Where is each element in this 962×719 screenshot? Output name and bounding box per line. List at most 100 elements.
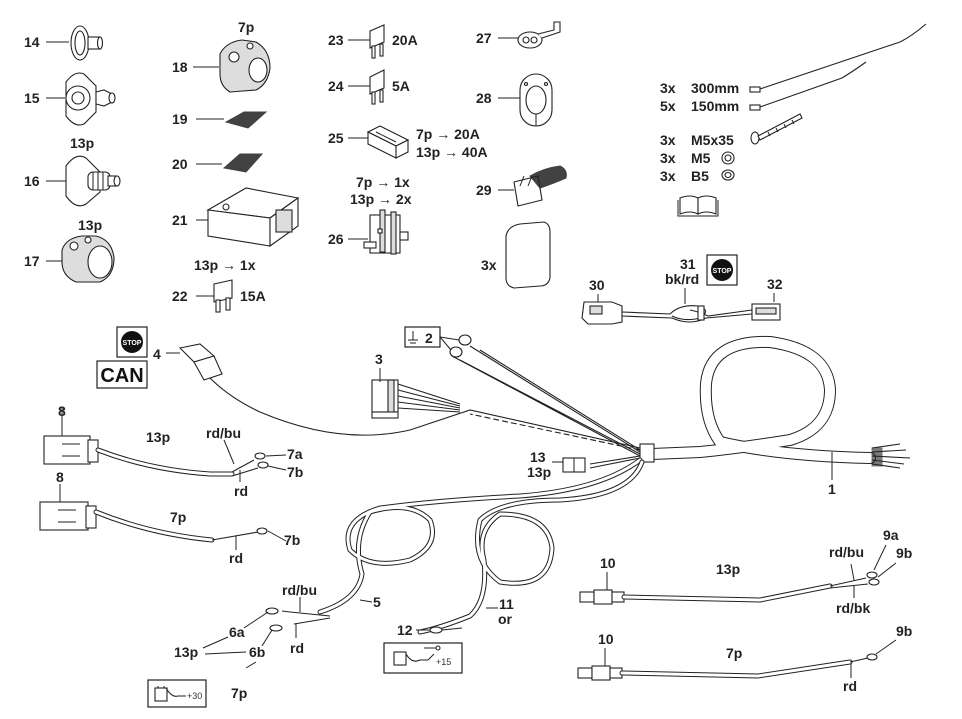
label-24-rating: 5A bbox=[392, 78, 410, 94]
label-12: 12 bbox=[397, 622, 413, 638]
part-29-wire-connectors bbox=[498, 165, 567, 207]
label-10-top: 10 bbox=[600, 555, 616, 571]
stop-sign-icon-31: STOP bbox=[706, 254, 738, 286]
part-20-velcro-pad bbox=[196, 153, 264, 173]
label-8-top: 8 bbox=[58, 403, 66, 419]
label-11-color: or bbox=[498, 611, 513, 627]
label-28: 28 bbox=[476, 90, 492, 106]
part-15-seal-plate bbox=[46, 72, 116, 126]
label-22-rating: 15A bbox=[240, 288, 266, 304]
label-5-wire-b: rd bbox=[290, 640, 304, 656]
label-31-color: bk/rd bbox=[665, 271, 699, 287]
svg-text:+15: +15 bbox=[436, 657, 451, 667]
label-5-wire-a: rd/bu bbox=[282, 582, 317, 598]
label-10-bottom-pins: 7p bbox=[726, 645, 742, 661]
label-6-7p: 7p bbox=[231, 685, 247, 701]
part-8-plug-13p bbox=[43, 408, 287, 482]
label-4: 4 bbox=[153, 346, 161, 362]
part-12-ring-terminal bbox=[416, 626, 463, 634]
part-26-fuse-holder bbox=[348, 209, 409, 255]
part-16-seal-13p bbox=[46, 155, 121, 207]
label-17: 17 bbox=[24, 253, 40, 269]
hw-item-3: M5 bbox=[691, 150, 711, 166]
label-9-wire-a: rd/bu bbox=[829, 544, 864, 560]
part-24-fuse-5a bbox=[348, 69, 385, 105]
part-19-adhesive-pad bbox=[196, 111, 268, 129]
label-8-top-wire-b: rd bbox=[234, 483, 248, 499]
label-9a: 9a bbox=[883, 527, 899, 543]
washer-b5 bbox=[721, 169, 735, 181]
part-square-pad bbox=[505, 221, 551, 289]
label-25: 25 bbox=[328, 130, 344, 146]
part-2-ground-terminals bbox=[439, 334, 472, 358]
label-26: 26 bbox=[328, 231, 344, 247]
hw-item-0: 300mm bbox=[691, 80, 739, 96]
label-29: 29 bbox=[476, 182, 492, 198]
label-6a: 6a bbox=[229, 624, 245, 640]
label-9-bottom-wire: rd bbox=[843, 678, 857, 694]
part-3-multi-pin-connector bbox=[371, 379, 461, 419]
ground-icon bbox=[404, 326, 441, 348]
label-8-bottom: 8 bbox=[56, 469, 64, 485]
label-17-pins: 13p bbox=[78, 217, 102, 233]
label-25-line2: 13p → 40A bbox=[416, 144, 488, 160]
manual-book-icon bbox=[677, 195, 719, 217]
label-9b-top: 9b bbox=[896, 545, 912, 561]
label-5: 5 bbox=[373, 594, 381, 610]
label-2: 2 bbox=[425, 330, 433, 346]
part-5-power-cable bbox=[202, 597, 373, 669]
label-14: 14 bbox=[24, 34, 40, 50]
label-22-qty: 13p → 1x bbox=[194, 257, 256, 273]
label-25-line1: 7p → 20A bbox=[416, 126, 480, 142]
part-18-socket-7p bbox=[193, 39, 271, 93]
svg-text:CAN: CAN bbox=[100, 365, 143, 387]
cable-tie-300mm bbox=[749, 23, 927, 93]
part-32-connector bbox=[751, 303, 781, 321]
hw-item-4: B5 bbox=[691, 168, 709, 184]
label-27: 27 bbox=[476, 30, 492, 46]
hw-qty-2: 3x bbox=[660, 132, 676, 148]
part-22-fuse-15a bbox=[196, 279, 233, 313]
label-10-top-pins: 13p bbox=[716, 561, 740, 577]
label-18: 18 bbox=[172, 59, 188, 75]
part-13-connector-13p bbox=[552, 457, 586, 473]
cable-tie-150mm bbox=[749, 61, 867, 111]
label-10-bottom: 10 bbox=[598, 631, 614, 647]
label-3: 3 bbox=[375, 351, 383, 367]
label-8-top-pins: 13p bbox=[146, 429, 170, 445]
part-31-loop-cable bbox=[621, 305, 753, 323]
svg-text:STOP: STOP bbox=[713, 268, 732, 275]
label-7b-bottom: 7b bbox=[284, 532, 300, 548]
label-20: 20 bbox=[172, 156, 188, 172]
battery-icon-30: +30 bbox=[147, 679, 207, 708]
label-16: 16 bbox=[24, 173, 40, 189]
label-8-top-wire-a: rd/bu bbox=[206, 425, 241, 441]
hw-qty-1: 5x bbox=[660, 98, 676, 114]
hw-item-2: M5x35 bbox=[691, 132, 734, 148]
label-31: 31 bbox=[680, 256, 696, 272]
hw-item-1: 150mm bbox=[691, 98, 739, 114]
label-9-wire-b: rd/bk bbox=[836, 600, 870, 616]
label-30: 30 bbox=[589, 277, 605, 293]
label-23-rating: 20A bbox=[392, 32, 418, 48]
label-7b-top: 7b bbox=[287, 464, 303, 480]
part-4-can-connector bbox=[166, 343, 223, 381]
battery-key-icon-15: +15 bbox=[383, 642, 463, 674]
harness-branches bbox=[209, 345, 645, 635]
part-17-socket-13p bbox=[46, 235, 115, 283]
part-8-plug-7p bbox=[39, 484, 287, 550]
part-21-control-module bbox=[196, 187, 300, 248]
part-27-cable-clamp bbox=[498, 21, 561, 49]
svg-text:+30: +30 bbox=[187, 691, 202, 701]
label-13: 13 bbox=[530, 449, 546, 465]
stop-sign-icon-4: STOP bbox=[116, 326, 148, 358]
label-16-pins: 13p bbox=[70, 135, 94, 151]
label-7a: 7a bbox=[287, 446, 303, 462]
label-6b: 6b bbox=[249, 644, 265, 660]
label-1: 1 bbox=[828, 481, 836, 497]
label-26-line2: 13p → 2x bbox=[350, 191, 412, 207]
label-9b-bottom: 9b bbox=[896, 623, 912, 639]
label-6-13p: 13p bbox=[174, 644, 198, 660]
label-19: 19 bbox=[172, 111, 188, 127]
